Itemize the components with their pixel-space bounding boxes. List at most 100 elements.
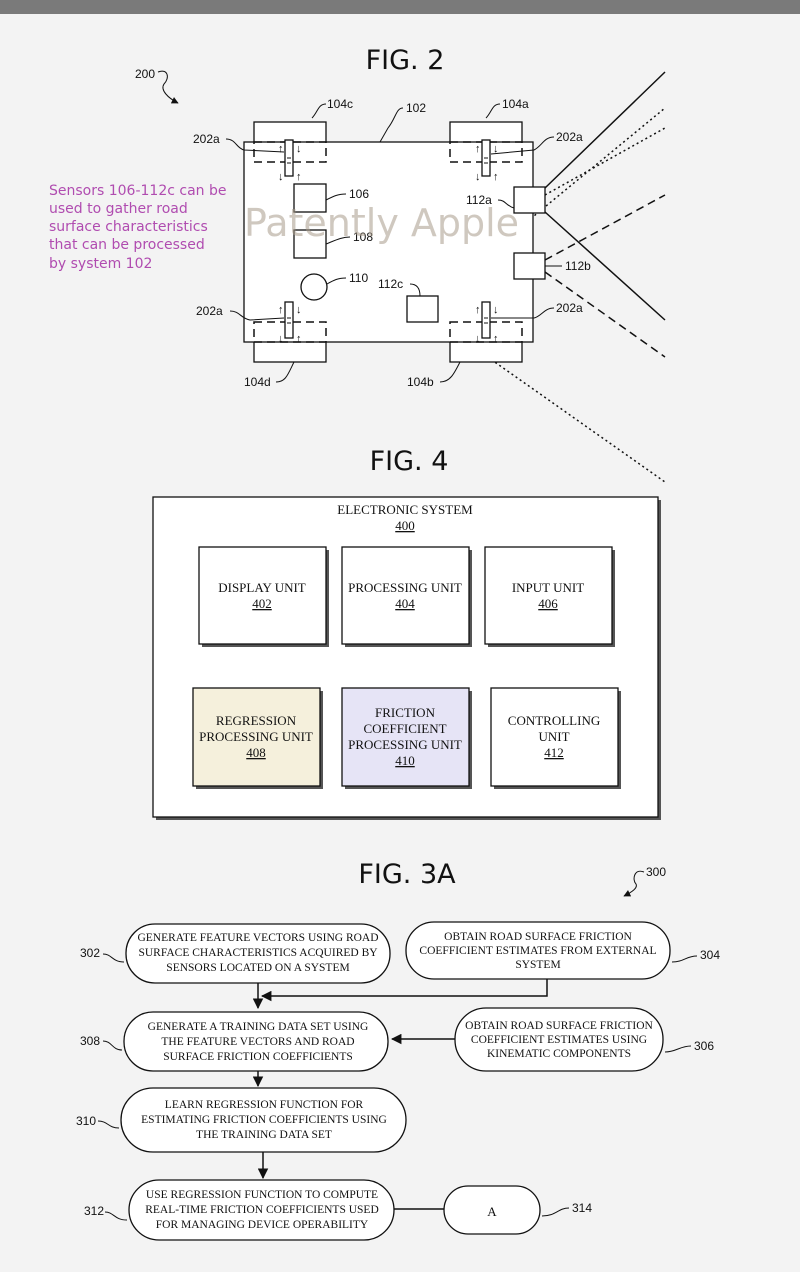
svg-text:PROCESSING UNIT: PROCESSING UNIT — [348, 737, 462, 752]
electronic-system-label: ELECTRONIC SYSTEM — [337, 502, 473, 517]
svg-text:↓: ↓ — [493, 304, 499, 316]
wheel-sensor-202a-rl: ↑ ↓ ↓ ↑ — [278, 301, 302, 345]
ref-300: 300 — [646, 865, 666, 879]
svg-text:FOR MANAGING DEVICE OPERABILIT: FOR MANAGING DEVICE OPERABILITY — [156, 1219, 369, 1231]
svg-text:CONTROLLING: CONTROLLING — [508, 713, 600, 728]
svg-text:DISPLAY UNIT: DISPLAY UNIT — [218, 580, 306, 595]
svg-text:402: 402 — [252, 596, 272, 611]
svg-text:SURFACE FRICTION COEFFICIENTS: SURFACE FRICTION COEFFICIENTS — [163, 1051, 353, 1063]
svg-text:↑: ↑ — [278, 143, 284, 155]
svg-text:Sensors 106-112c can be: Sensors 106-112c can be — [49, 183, 226, 199]
wheel-sensor-box — [449, 141, 523, 163]
svg-text:SURFACE CHARACTERISTICS ACQUIR: SURFACE CHARACTERISTICS ACQUIRED BY — [138, 947, 378, 959]
svg-text:ESTIMATING FRICTION COEFFICIEN: ESTIMATING FRICTION COEFFICIENTS USING — [141, 1114, 387, 1126]
ref-106: 106 — [349, 187, 369, 201]
svg-text:used to gather road: used to gather road — [49, 201, 188, 217]
ref-108: 108 — [353, 230, 373, 244]
ref-202a-rl: 202a — [196, 304, 223, 318]
ref-200-arrow — [157, 70, 179, 104]
svg-text:OBTAIN ROAD SURFACE FRICTION: OBTAIN ROAD SURFACE FRICTION — [465, 1020, 653, 1032]
svg-text:↑: ↑ — [296, 333, 302, 345]
svg-text:KINEMATIC COMPONENTS: KINEMATIC COMPONENTS — [487, 1048, 631, 1060]
svg-text:COEFFICIENT ESTIMATES FROM EXT: COEFFICIENT ESTIMATES FROM EXTERNAL — [419, 945, 656, 957]
svg-text:↑: ↑ — [493, 171, 499, 183]
svg-text:SYSTEM: SYSTEM — [515, 959, 560, 971]
svg-text:410: 410 — [395, 753, 415, 768]
wheel-sensor-202a-rr: ↑↓ ↓↑ — [475, 301, 499, 345]
svg-text:408: 408 — [246, 745, 266, 760]
input-unit-406 — [484, 546, 613, 645]
svg-text:LEARN REGRESSION FUNCTION FOR: LEARN REGRESSION FUNCTION FOR — [165, 1099, 364, 1111]
fig2-title: FIG. 2 — [366, 45, 445, 76]
display-unit-402 — [198, 546, 327, 645]
ref-308: 308 — [80, 1034, 100, 1048]
fig2: FIG. 2 200 ↑↓ ↓↑ — [49, 45, 666, 483]
unit-110 — [300, 273, 328, 301]
svg-text:OBTAIN ROAD SURFACE FRICTION: OBTAIN ROAD SURFACE FRICTION — [444, 931, 632, 943]
sensor-annotation: Sensors 106-112c can be used to gather r… — [49, 183, 226, 272]
svg-text:↓: ↓ — [296, 304, 302, 316]
ref-202a-fr: 202a — [556, 130, 583, 144]
fig4: FIG. 4 ELECTRONIC SYSTEM 400 DISPLAY UNI… — [152, 446, 661, 820]
svg-text:↓: ↓ — [278, 171, 284, 183]
fig4-title: FIG. 4 — [370, 446, 449, 477]
svg-text:↓: ↓ — [475, 171, 481, 183]
svg-text:COEFFICIENT ESTIMATES USING: COEFFICIENT ESTIMATES USING — [471, 1034, 647, 1046]
step-304 — [405, 921, 671, 980]
svg-text:↓: ↓ — [278, 333, 284, 345]
svg-text:A: A — [487, 1204, 497, 1219]
electronic-system-ref: 400 — [395, 518, 415, 533]
ref-302: 302 — [80, 946, 100, 960]
sensor-112b — [513, 252, 546, 280]
svg-text:↓: ↓ — [296, 143, 302, 155]
svg-text:USE REGRESSION FUNCTION TO COM: USE REGRESSION FUNCTION TO COMPUTE — [146, 1189, 378, 1201]
ref-202a-rr: 202a — [556, 301, 583, 315]
wheel-sensor-box — [449, 321, 523, 343]
ref-104a: 104a — [502, 97, 529, 111]
svg-text:↑: ↑ — [475, 304, 481, 316]
ref-304: 304 — [700, 948, 720, 962]
processing-unit-404 — [341, 546, 470, 645]
ref-104b: 104b — [407, 375, 434, 389]
svg-text:↑: ↑ — [475, 143, 481, 155]
svg-text:surface characteristics: surface characteristics — [49, 219, 208, 235]
controlling-unit-412 — [490, 687, 619, 787]
wheel-sensor-box — [253, 321, 327, 343]
ref-202a-fl: 202a — [193, 132, 220, 146]
watermark: Patently Apple — [244, 201, 519, 245]
wheel-sensor-202a-fr: ↑ ↓ ↓ ↑ — [475, 139, 499, 183]
svg-text:FRICTION: FRICTION — [375, 705, 436, 720]
friction-coefficient-processing-unit-410 — [341, 687, 470, 787]
svg-text:GENERATE FEATURE VECTORS USING: GENERATE FEATURE VECTORS USING ROAD — [137, 932, 378, 944]
sensor-112c — [406, 295, 439, 323]
sensor-112a — [513, 186, 546, 214]
ref-104d: 104d — [244, 375, 271, 389]
step-312 — [128, 1179, 395, 1241]
svg-text:THE TRAINING DATA SET: THE TRAINING DATA SET — [196, 1129, 332, 1141]
ref-110: 110 — [349, 271, 368, 285]
connector-314 — [443, 1185, 541, 1235]
ref-306: 306 — [694, 1039, 714, 1053]
svg-text:404: 404 — [395, 596, 415, 611]
svg-text:↓: ↓ — [493, 143, 499, 155]
svg-text:SENSORS LOCATED ON A SYSTEM: SENSORS LOCATED ON A SYSTEM — [166, 962, 349, 974]
ref-112b: 112b — [565, 259, 591, 273]
ref-112c: 112c — [378, 277, 403, 291]
regression-processing-unit-408 — [192, 687, 321, 787]
fig3a: FIG. 3A 300 GENERATE FEATURE VECTORS USI… — [76, 859, 720, 1241]
svg-text:by system 102: by system 102 — [49, 256, 152, 272]
ref-112a: 112a — [466, 193, 492, 207]
svg-text:that can be processed: that can be processed — [49, 237, 205, 253]
svg-text:↑: ↑ — [278, 304, 284, 316]
svg-text:PROCESSING UNIT: PROCESSING UNIT — [199, 729, 313, 744]
svg-text:↑: ↑ — [493, 333, 499, 345]
ref-104c: 104c — [327, 97, 353, 111]
svg-text:406: 406 — [538, 596, 558, 611]
fig3a-title: FIG. 3A — [358, 859, 456, 890]
ref-314: 314 — [572, 1201, 592, 1215]
ref-312: 312 — [84, 1204, 104, 1218]
ref-310: 310 — [76, 1114, 96, 1128]
svg-text:PROCESSING UNIT: PROCESSING UNIT — [348, 580, 462, 595]
svg-text:REGRESSION: REGRESSION — [216, 713, 297, 728]
